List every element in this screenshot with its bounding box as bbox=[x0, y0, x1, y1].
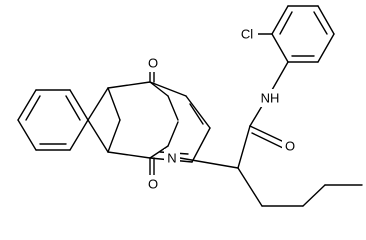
butyl-chain bbox=[237, 167, 363, 207]
carbonyl-oxygen-bottom-atom: O bbox=[145, 175, 161, 193]
nh-carbonyl-bond bbox=[249, 105, 263, 127]
chlorine-atom: Cl bbox=[236, 25, 258, 43]
imide-nitrogen-label: N bbox=[167, 151, 176, 166]
succinimide-ring bbox=[149, 81, 179, 159]
amide-oxygen-label: O bbox=[285, 139, 295, 154]
molecule-structure: Cl NH O N O O bbox=[17, 5, 363, 207]
benzo-ring bbox=[17, 89, 89, 151]
chlorophenyl-ring bbox=[271, 5, 335, 63]
carbonyl-oxygen-top-atom: O bbox=[145, 54, 161, 72]
amide-oxygen-atom: O bbox=[282, 137, 298, 155]
chlorine-label: Cl bbox=[241, 27, 253, 42]
carbonyl-oxygen-top-label: O bbox=[148, 56, 158, 71]
carbonyl-alpha-bond bbox=[237, 125, 251, 169]
imide-nitrogen-atom: N bbox=[164, 149, 180, 167]
alpha-n-bond bbox=[179, 157, 239, 169]
amide-nitrogen-atom: NH bbox=[258, 89, 284, 107]
carbonyl-bottom bbox=[149, 157, 155, 177]
amide-nitrogen-label: NH bbox=[261, 91, 280, 106]
ring-nh-bond bbox=[271, 61, 289, 91]
carbonyl-oxygen-bottom-label: O bbox=[148, 177, 158, 192]
bridged-core bbox=[87, 81, 151, 159]
amide-carbonyl bbox=[249, 125, 285, 149]
